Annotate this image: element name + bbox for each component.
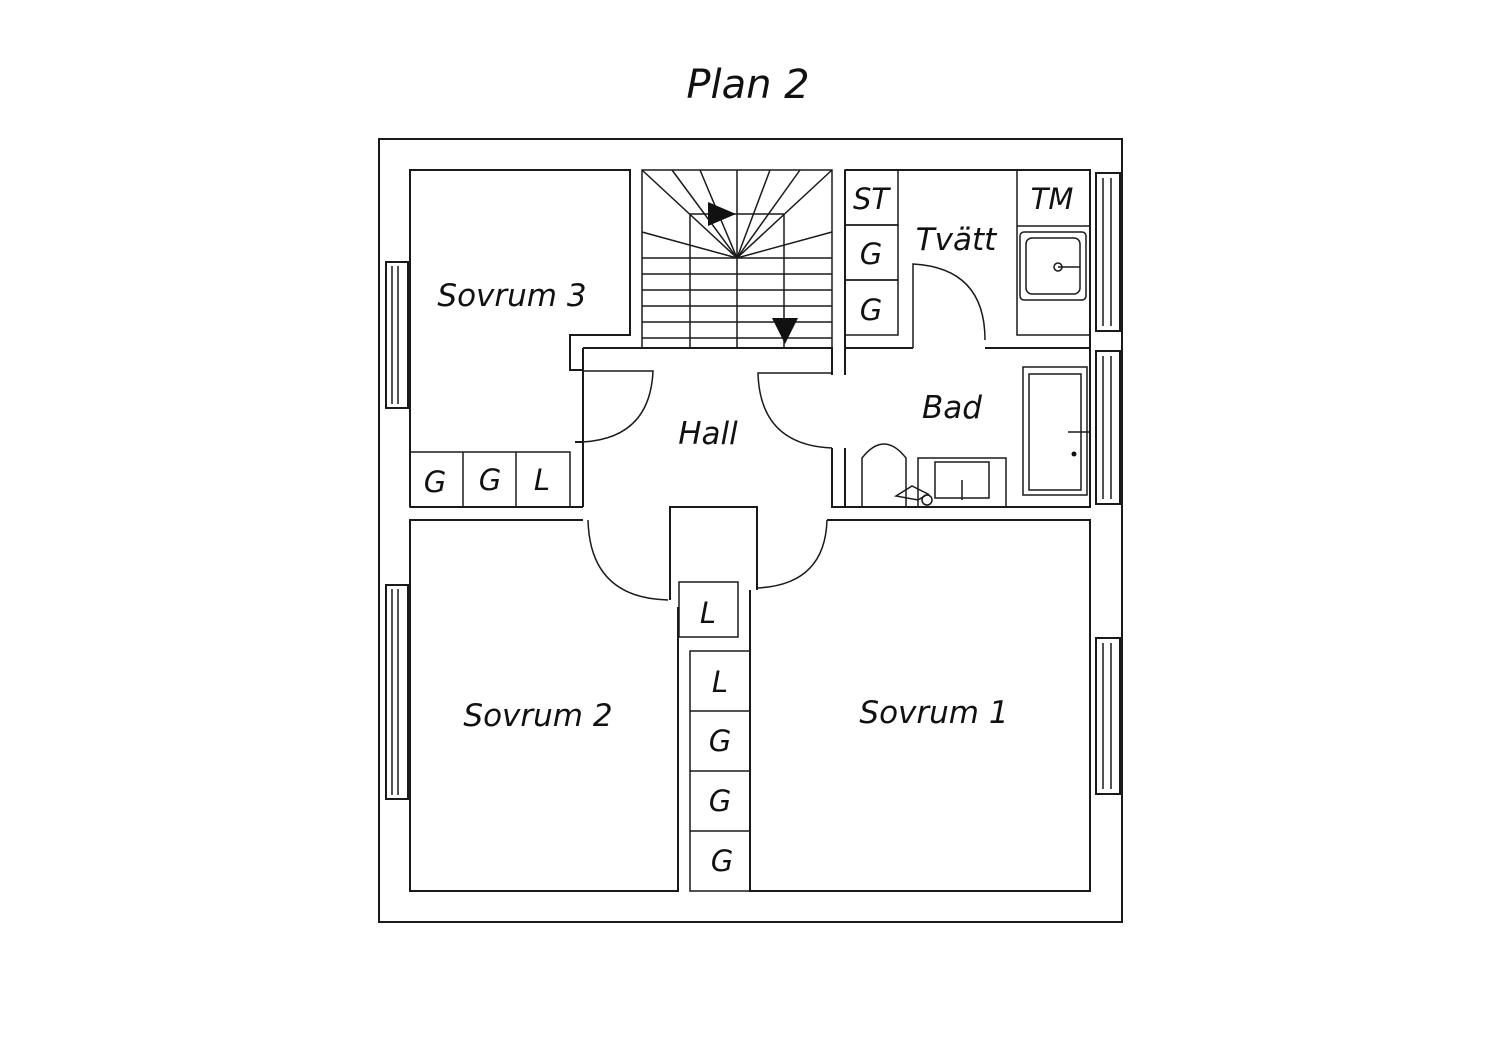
window-sovrum2 xyxy=(385,584,409,800)
window-sovrum3 xyxy=(385,261,409,409)
tvatt-g-cabinet xyxy=(844,279,899,336)
plan-title: Plan 2 xyxy=(686,62,809,108)
towel-icon xyxy=(893,485,930,501)
window-sovrum1 xyxy=(1095,637,1121,795)
stair-arrow-down-icon xyxy=(772,318,798,344)
label-s3-g1: G xyxy=(424,465,446,499)
stair-arrow-icon xyxy=(708,202,736,226)
toilet-icon xyxy=(861,443,907,508)
corridor-walls xyxy=(669,506,758,600)
label-corr-g3: G xyxy=(711,844,733,878)
label-corr-g1: G xyxy=(709,724,731,758)
label-hall: Hall xyxy=(678,416,738,452)
label-st: ST xyxy=(853,182,891,216)
shower-knob xyxy=(1071,451,1077,457)
sovrum1-walls xyxy=(749,519,1091,892)
label-tvatt: Tvätt xyxy=(916,222,998,258)
bathroom-sink xyxy=(917,457,1007,508)
tap-icon xyxy=(921,494,933,506)
label-tvatt-g2: G xyxy=(860,293,882,327)
sovrum2-door xyxy=(587,519,669,601)
bad-door xyxy=(757,372,833,449)
label-hall-l: L xyxy=(700,596,716,630)
laundry-sink-icon xyxy=(1019,231,1087,301)
label-bad: Bad xyxy=(922,390,982,426)
label-sovrum2: Sovrum 2 xyxy=(463,698,612,734)
label-sovrum3: Sovrum 3 xyxy=(437,278,586,314)
shower-cabin xyxy=(1022,366,1088,496)
sovrum3-door xyxy=(582,370,654,443)
tm-area xyxy=(1016,169,1091,336)
label-tvatt-g1: G xyxy=(860,237,882,271)
label-corr-g2: G xyxy=(709,784,731,818)
label-s3-l: L xyxy=(534,463,550,497)
tvatt-door xyxy=(912,263,986,348)
window-bad xyxy=(1095,350,1121,505)
hall-walls xyxy=(582,347,833,507)
sovrum3-walls xyxy=(409,169,631,507)
laundry-basin xyxy=(1025,237,1081,295)
label-sovrum1: Sovrum 1 xyxy=(859,695,1008,731)
window-tvatt xyxy=(1095,172,1121,332)
label-tm: TM xyxy=(1031,182,1074,216)
sovrum2-walls xyxy=(409,519,679,892)
label-s3-g2: G xyxy=(479,463,501,497)
label-corr-l: L xyxy=(712,665,728,699)
sovrum3-closets xyxy=(409,451,571,508)
sovrum1-door xyxy=(756,519,828,589)
outer-wall xyxy=(378,138,1123,923)
stair-treads xyxy=(641,169,833,348)
hall-right-wall xyxy=(831,448,845,508)
bad-walls xyxy=(844,348,1091,508)
